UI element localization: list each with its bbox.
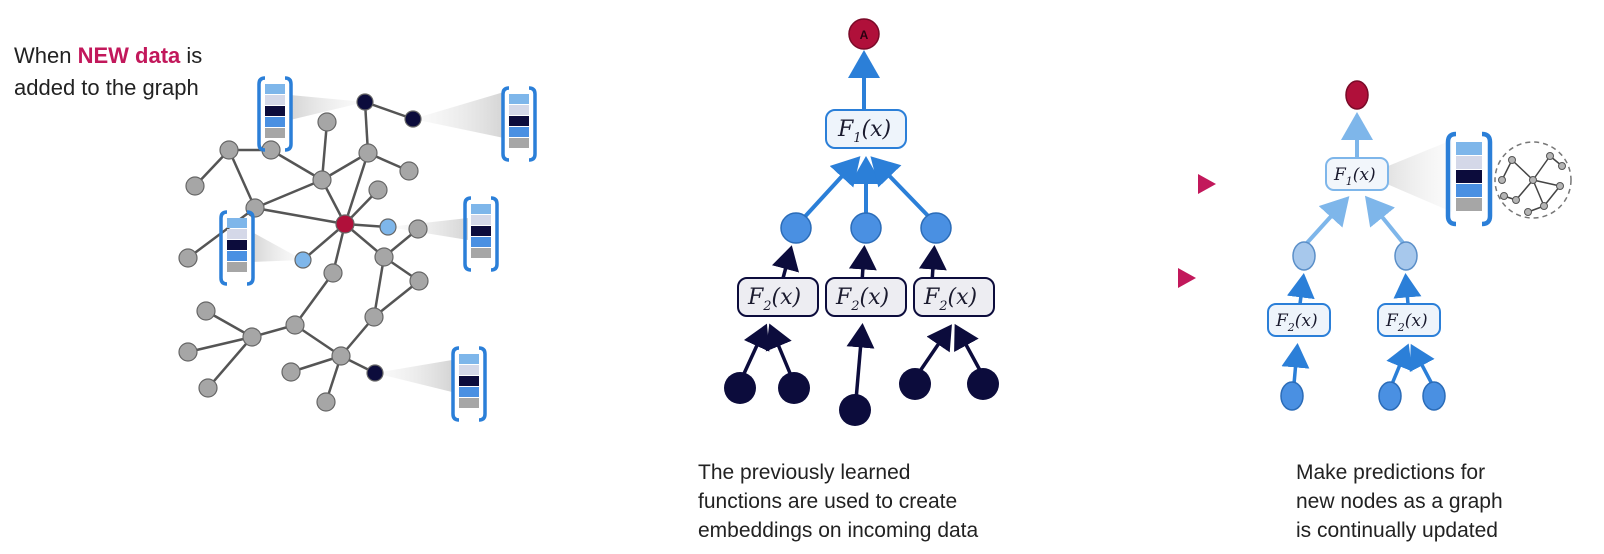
svg-text:F2(x): F2(x) (923, 285, 977, 314)
graph-node (285, 315, 305, 335)
graph-node (409, 271, 429, 291)
svg-text:F2(x): F2(x) (1385, 311, 1428, 334)
f2-function-box (913, 277, 995, 317)
svg-text:F1(x): F1(x) (837, 117, 891, 146)
tree-leaf-blue (1280, 381, 1304, 411)
f2-function-box (825, 277, 907, 317)
caption-prefix: When (14, 43, 78, 68)
f2-function-box-right (1267, 303, 1331, 337)
right-caption: Make predictions for new nodes as a grap… (1296, 458, 1503, 545)
embedding-vector-large (1445, 131, 1493, 227)
tree-leaf-dark (724, 372, 756, 404)
graph-node (196, 301, 216, 321)
transition-arrows (1056, 174, 1216, 288)
middle-caption: The previously learned functions are use… (698, 458, 978, 545)
f1-function-box (825, 109, 907, 149)
middle-caption-line: The previously learned (698, 461, 911, 484)
left-caption-line1: When NEW data is (14, 40, 202, 72)
f2-function-box-right (1377, 303, 1441, 337)
graph-node-center (335, 214, 355, 234)
prediction-node (1345, 80, 1369, 110)
graph-node (323, 263, 343, 283)
root-node-label: A (860, 28, 869, 42)
f2-function-box (737, 277, 819, 317)
svg-text:F1(x): F1(x) (1333, 165, 1376, 188)
graph-node (185, 176, 205, 196)
tree-leaf-dark (899, 368, 931, 400)
graph-node (408, 219, 428, 239)
caption-suffix: is (180, 43, 203, 68)
graph-node (364, 307, 384, 327)
new-node-light (294, 251, 312, 269)
svg-text:F2(x): F2(x) (835, 285, 889, 314)
new-node-light (379, 218, 397, 236)
tree-leaf-dark (967, 368, 999, 400)
graph-node (399, 161, 419, 181)
embedding-cones (252, 92, 504, 392)
embedding-vector (501, 86, 537, 162)
embedding-vector (219, 210, 255, 286)
graph-node (245, 198, 265, 218)
left-graph-nodes (178, 93, 429, 412)
middle-tree: A F1(x) F2(x) F2(x) F2(x) (724, 18, 999, 426)
graph-node (178, 248, 198, 268)
new-node-dark (366, 364, 384, 382)
tree-node-light (1394, 241, 1418, 271)
new-node-dark (356, 93, 374, 111)
graph-node (219, 140, 239, 160)
graph-node (316, 392, 336, 412)
svg-text:F2(x): F2(x) (1275, 311, 1318, 334)
embedding-vector (451, 346, 487, 422)
tree-leaf-dark (839, 394, 871, 426)
graph-node (281, 362, 301, 382)
svg-text:F2(x): F2(x) (747, 285, 801, 314)
graph-node (331, 346, 351, 366)
mini-graph-icon (1494, 141, 1572, 219)
right-caption-line: new nodes as a graph (1296, 490, 1503, 513)
tree-node-blue (780, 212, 812, 244)
left-caption-line2: added to the graph (14, 75, 199, 100)
embedding-vector (257, 76, 293, 152)
tree-leaf-dark (778, 372, 810, 404)
f1-function-box-right (1325, 157, 1389, 191)
embedding-vector (463, 196, 499, 272)
root-node (848, 18, 880, 50)
graph-node (358, 143, 378, 163)
right-tree: F1(x) F2(x) F2(x) (1267, 80, 1572, 411)
middle-caption-line: embeddings on incoming data (698, 519, 979, 542)
graph-node (317, 112, 337, 132)
tree-node-light (1292, 241, 1316, 271)
tree-node-blue (850, 212, 882, 244)
tree-node-blue (920, 212, 952, 244)
graph-node (198, 378, 218, 398)
right-caption-line: Make predictions for (1296, 461, 1486, 484)
left-caption: When NEW data is added to the graph (14, 40, 202, 104)
graph-node (374, 247, 394, 267)
new-data-highlight: NEW data (77, 43, 181, 68)
new-node-dark (404, 110, 422, 128)
middle-caption-line: functions are used to create (698, 490, 958, 513)
graph-node (178, 342, 198, 362)
graph-node (312, 170, 332, 190)
graph-node (368, 180, 388, 200)
graph-node (242, 327, 262, 347)
tree-leaf-blue (1378, 381, 1402, 411)
tree-leaf-blue (1422, 381, 1446, 411)
right-caption-line: is continually updated (1296, 519, 1498, 542)
